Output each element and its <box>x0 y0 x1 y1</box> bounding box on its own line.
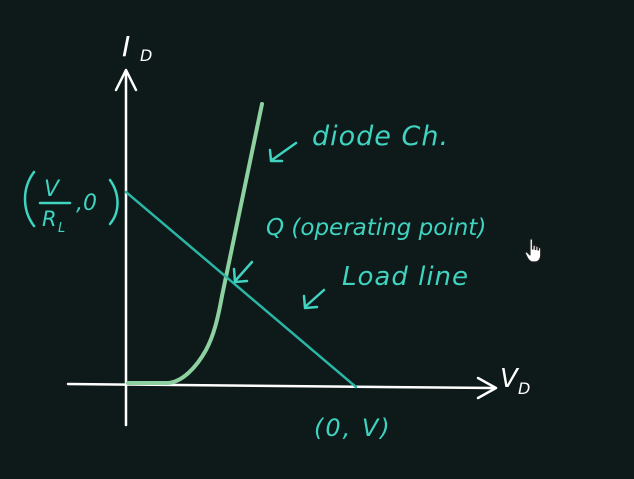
intercept-denominator: R <box>42 207 57 231</box>
diode-characteristic-curve <box>126 102 264 385</box>
load-line <box>124 190 358 389</box>
y-intercept-label: V R L ,0 <box>23 170 119 236</box>
q-point-pointer-arrowhead-icon <box>232 267 249 284</box>
intercept-numerator: V <box>44 177 61 202</box>
right-paren-icon <box>108 178 119 226</box>
load-line-annotation: Load line <box>302 262 469 310</box>
intercept-denominator-subscript: L <box>58 221 65 236</box>
y-axis-arrow-icon <box>114 68 138 92</box>
intercept-suffix: ,0 <box>76 191 97 216</box>
x-axis-label: V <box>500 364 520 394</box>
q-point-annotation: Q (operating point) <box>232 215 486 284</box>
curve-label: diode Ch. <box>312 121 449 152</box>
load-line-pointer-arrow <box>304 288 326 308</box>
x-axis-label-subscript: D <box>518 379 530 398</box>
curve-pointer-arrow <box>270 141 298 162</box>
x-intercept-label: (0, V) <box>314 414 392 442</box>
curve-pointer-arrowhead-icon <box>268 148 284 163</box>
load-line-pointer-arrowhead-icon <box>302 294 319 310</box>
x-axis-arrow-icon <box>476 376 498 400</box>
q-point-pointer-arrow <box>234 260 254 282</box>
y-axis-label: I <box>122 30 130 63</box>
load-line-label: Load line <box>342 262 469 292</box>
hand-pointer-cursor-icon <box>524 238 542 263</box>
q-point-label: Q (operating point) <box>266 215 486 241</box>
left-paren-icon <box>23 170 36 228</box>
curve-annotation: diode Ch. <box>268 121 449 163</box>
y-axis-label-subscript: D <box>140 46 152 65</box>
